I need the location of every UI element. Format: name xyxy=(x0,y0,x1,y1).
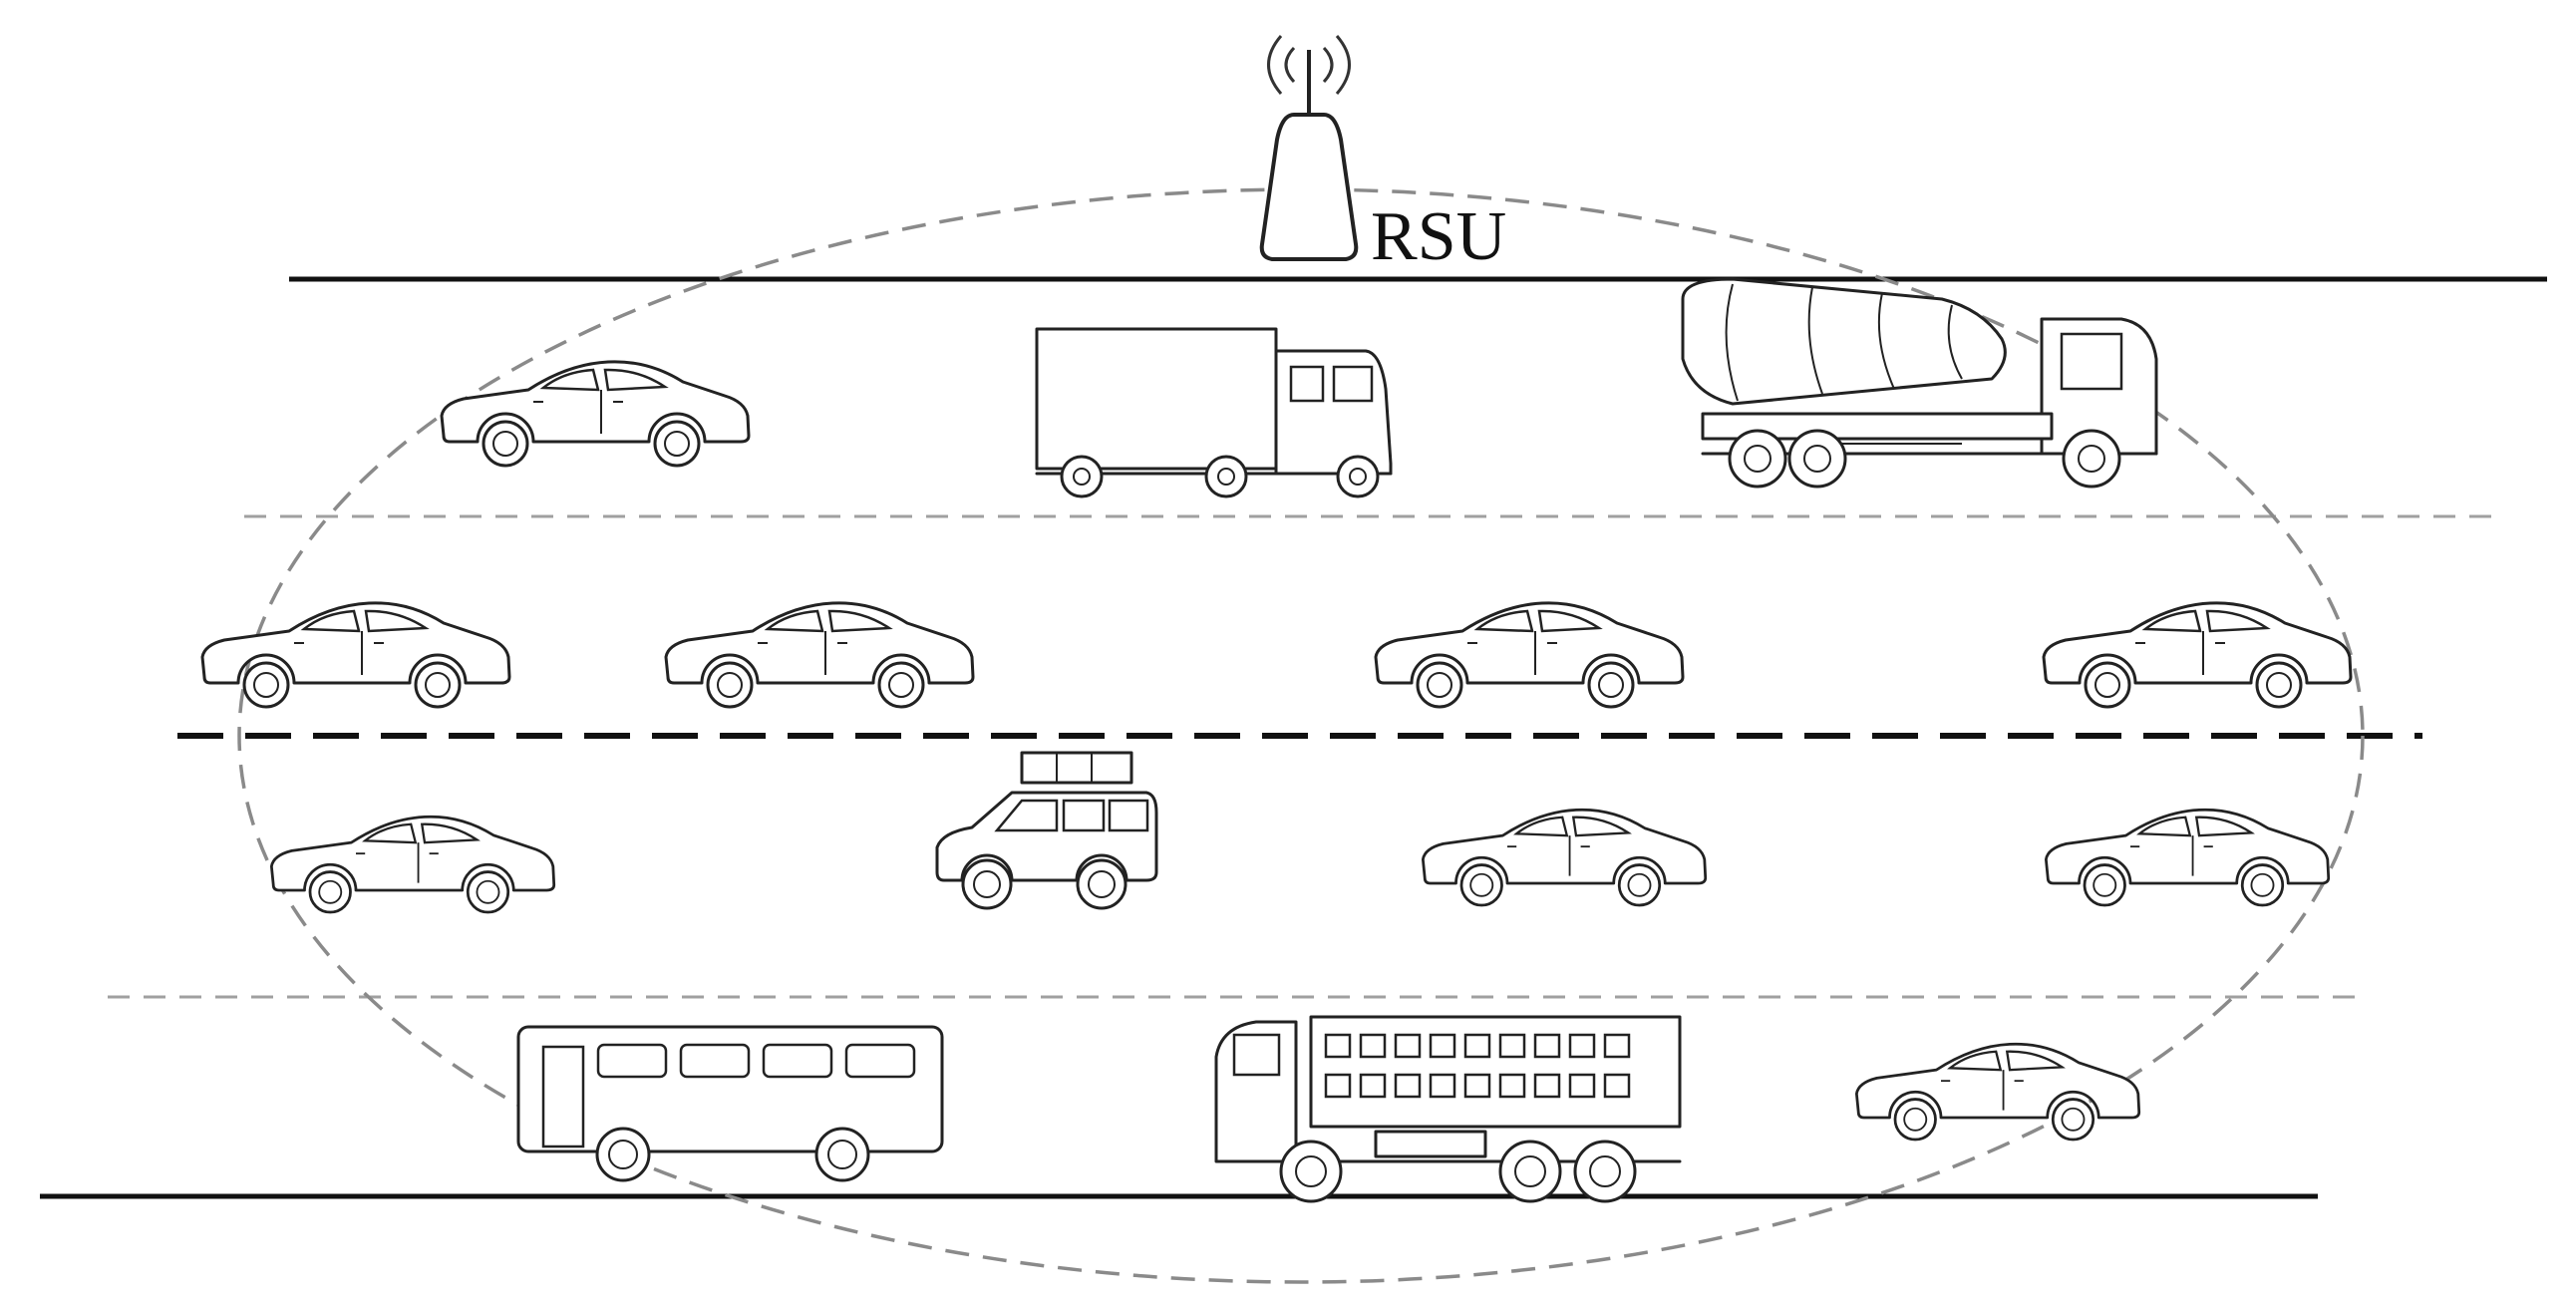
car-icon xyxy=(1854,1042,2141,1142)
car-icon xyxy=(200,601,511,709)
rsu-label: RSU xyxy=(1371,198,1506,275)
car-icon xyxy=(1421,808,1708,907)
box-truck-icon xyxy=(1035,327,1393,498)
car-icon xyxy=(664,601,975,709)
bus-icon xyxy=(516,1025,944,1182)
car-icon xyxy=(2044,808,2331,907)
suv-icon xyxy=(935,751,1158,910)
car-icon xyxy=(269,815,556,914)
car-icon xyxy=(440,360,751,468)
car-icon xyxy=(1374,601,1685,709)
cement-mixer-truck-icon xyxy=(1681,277,2158,489)
dump-truck-icon xyxy=(1214,1015,1682,1203)
car-icon xyxy=(2042,601,2353,709)
antenna-tower-icon xyxy=(1259,35,1359,261)
